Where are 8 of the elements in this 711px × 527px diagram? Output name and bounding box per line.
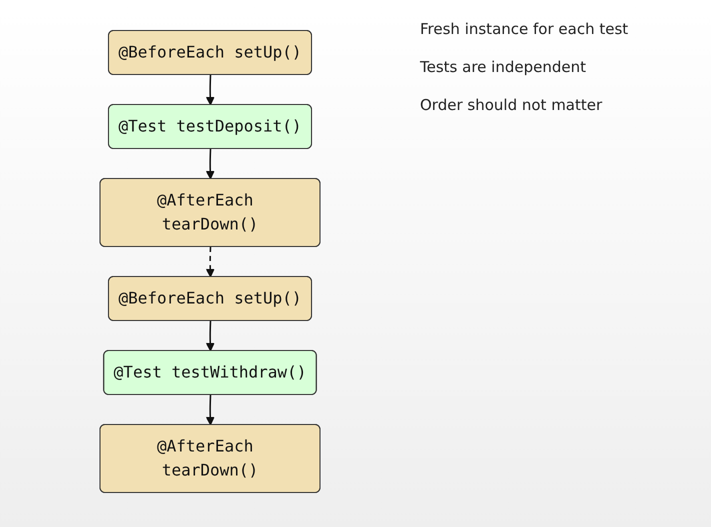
arrow	[206, 320, 215, 352]
note-text: Fresh instance for each test	[420, 20, 628, 38]
note-text: Order should not matter	[420, 96, 604, 114]
note-text: Tests are independent	[420, 58, 587, 76]
arrow	[206, 394, 215, 426]
arrow	[206, 74, 215, 106]
arrow	[206, 246, 215, 278]
arrow	[206, 148, 215, 180]
